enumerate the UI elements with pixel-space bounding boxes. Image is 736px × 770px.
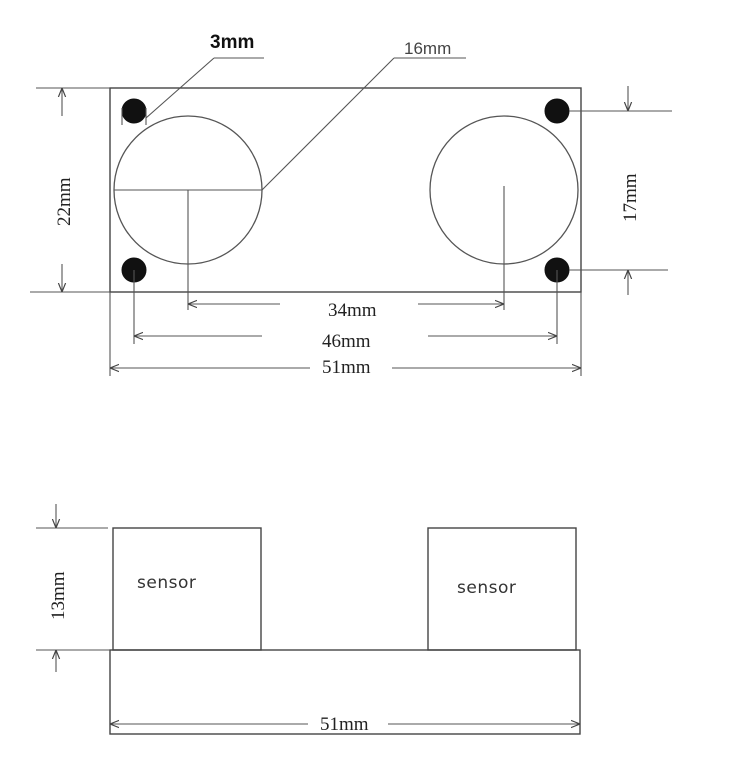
board-side	[109, 649, 581, 735]
sensor-block-right	[427, 527, 577, 651]
sensor-spacing-dimension: 34mm	[187, 186, 505, 321]
sensor-height-dimension: 13mm	[36, 504, 110, 672]
sensor-block-left	[112, 527, 262, 651]
top-view: 3mm 16mm 22mm 17mm	[30, 32, 672, 378]
sensor-diameter-label: 16mm	[404, 39, 451, 58]
width-dimension: 51mm	[109, 292, 582, 378]
sensor-spacing-label: 34mm	[328, 300, 377, 321]
hole-spacing-horizontal-label: 46mm	[322, 331, 371, 352]
hole-spacing-horizontal-dimension: 46mm	[133, 270, 558, 352]
sensor-height-label: 13mm	[48, 571, 69, 620]
hole-diameter-label: 3mm	[210, 32, 254, 53]
side-width-dimension: 51mm	[110, 714, 580, 735]
side-width-label: 51mm	[320, 714, 369, 735]
width-label: 51mm	[322, 357, 371, 378]
sensor-right-label: sensor	[457, 578, 516, 598]
mounting-hole-top-right	[544, 98, 570, 124]
mounting-hole-top-left	[121, 98, 147, 124]
height-label: 22mm	[54, 177, 75, 226]
height-dimension: 22mm	[30, 87, 110, 293]
sensor-diameter-callout: 16mm	[261, 39, 466, 191]
hole-spacing-vertical-label: 17mm	[620, 173, 641, 222]
hole-spacing-vertical-dimension: 17mm	[569, 86, 672, 295]
hole-diameter-callout: 3mm	[121, 32, 264, 125]
board-outline	[109, 87, 582, 293]
sensor-left-label: sensor	[137, 573, 196, 593]
side-view: sensor sensor 13mm 51mm	[36, 504, 581, 735]
